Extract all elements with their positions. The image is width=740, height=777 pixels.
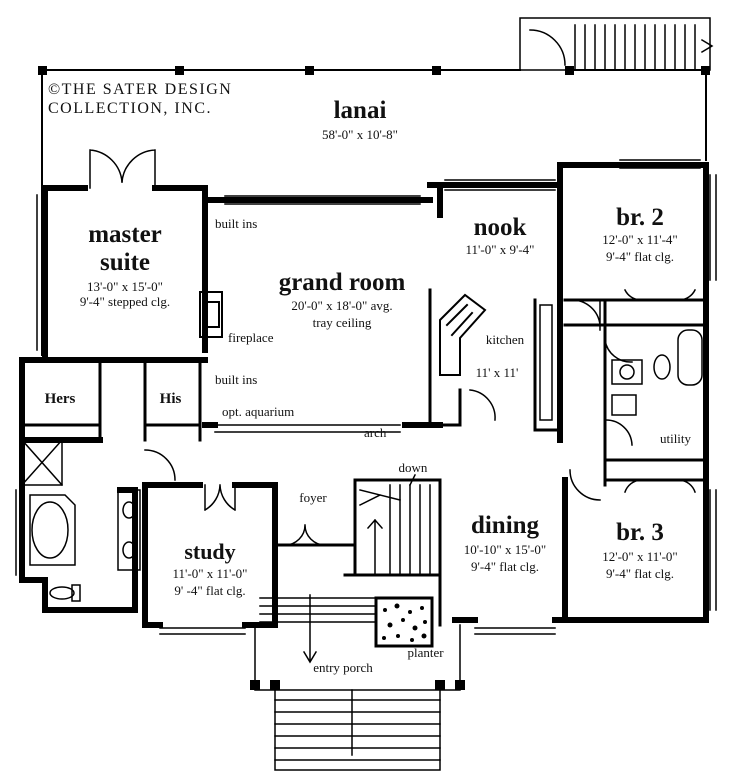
nook-dims: 11'-0" x 9'-4" (465, 242, 535, 257)
his-closet-label: His (159, 391, 182, 407)
br3-dims: 12'-0" x 11'-0" (602, 549, 678, 564)
opt-aquarium-label: opt. aquarium (222, 404, 295, 419)
hers-closet-label: Hers (44, 391, 76, 407)
master-suite-name-2: suite (100, 249, 150, 276)
master-suite-ceiling: 9'-4" stepped clg. (79, 294, 171, 309)
study-ceiling: 9' -4" flat clg. (174, 583, 246, 598)
rear-stair (519, 17, 714, 71)
hall-bath-fixtures (611, 329, 703, 416)
br3-ceiling: 9'-4" flat clg. (606, 566, 674, 581)
copyright-line-1: ©THE SATER DESIGN (48, 81, 233, 98)
study-name: study (184, 539, 236, 564)
entry-porch-label: entry porch (313, 660, 373, 675)
lanai-dims: 58'-0" x 10'-8" (322, 127, 398, 142)
grand-room-name: grand room (278, 269, 406, 296)
built-ins-top-label: built ins (215, 216, 258, 231)
planter-stones (382, 603, 427, 642)
br3-name: br. 3 (616, 519, 664, 546)
entry-porch (254, 594, 461, 771)
dining-name: dining (470, 512, 540, 539)
arch-label: arch (364, 425, 387, 440)
planter-label: planter (407, 645, 444, 660)
kitchen-counter (539, 304, 553, 421)
porch-posts (250, 680, 465, 690)
master-suite-dims: 13'-0" x 15'-0" (87, 279, 163, 294)
doors (89, 149, 697, 546)
kitchen-dims: 11' x 11' (475, 365, 519, 380)
master-suite-name-1: master (88, 221, 162, 248)
br2-dims: 12'-0" x 11'-4" (602, 232, 678, 247)
grand-room-dims: 20'-0" x 18'-0" avg. (291, 298, 393, 313)
foyer-label: foyer (299, 490, 327, 505)
fireplace-symbol (199, 291, 223, 338)
fireplace-label: fireplace (228, 330, 274, 345)
copyright-notice: ©THE SATER DESIGN COLLECTION, INC. (48, 80, 232, 118)
kitchen-name: kitchen (485, 332, 525, 347)
dining-dims: 10'-10" x 15'-0" (463, 542, 547, 557)
dining-ceiling: 9'-4" flat clg. (471, 559, 539, 574)
utility-label: utility (659, 431, 692, 446)
down-label: down (398, 460, 428, 475)
br2-ceiling: 9'-4" flat clg. (606, 249, 674, 264)
nook-name: nook (473, 214, 527, 241)
kitchen-island (439, 293, 487, 376)
built-ins-bottom-label: built ins (215, 372, 258, 387)
br2-name: br. 2 (616, 204, 664, 231)
study-dims: 11'-0" x 11'-0" (172, 566, 248, 581)
master-bath-fixtures (20, 438, 141, 602)
windows (15, 159, 717, 635)
foyer-stair (358, 473, 431, 576)
lanai-name: lanai (333, 97, 387, 124)
copyright-line-2: COLLECTION, INC. (48, 100, 212, 118)
grand-room-ceiling: tray ceiling (312, 315, 372, 330)
